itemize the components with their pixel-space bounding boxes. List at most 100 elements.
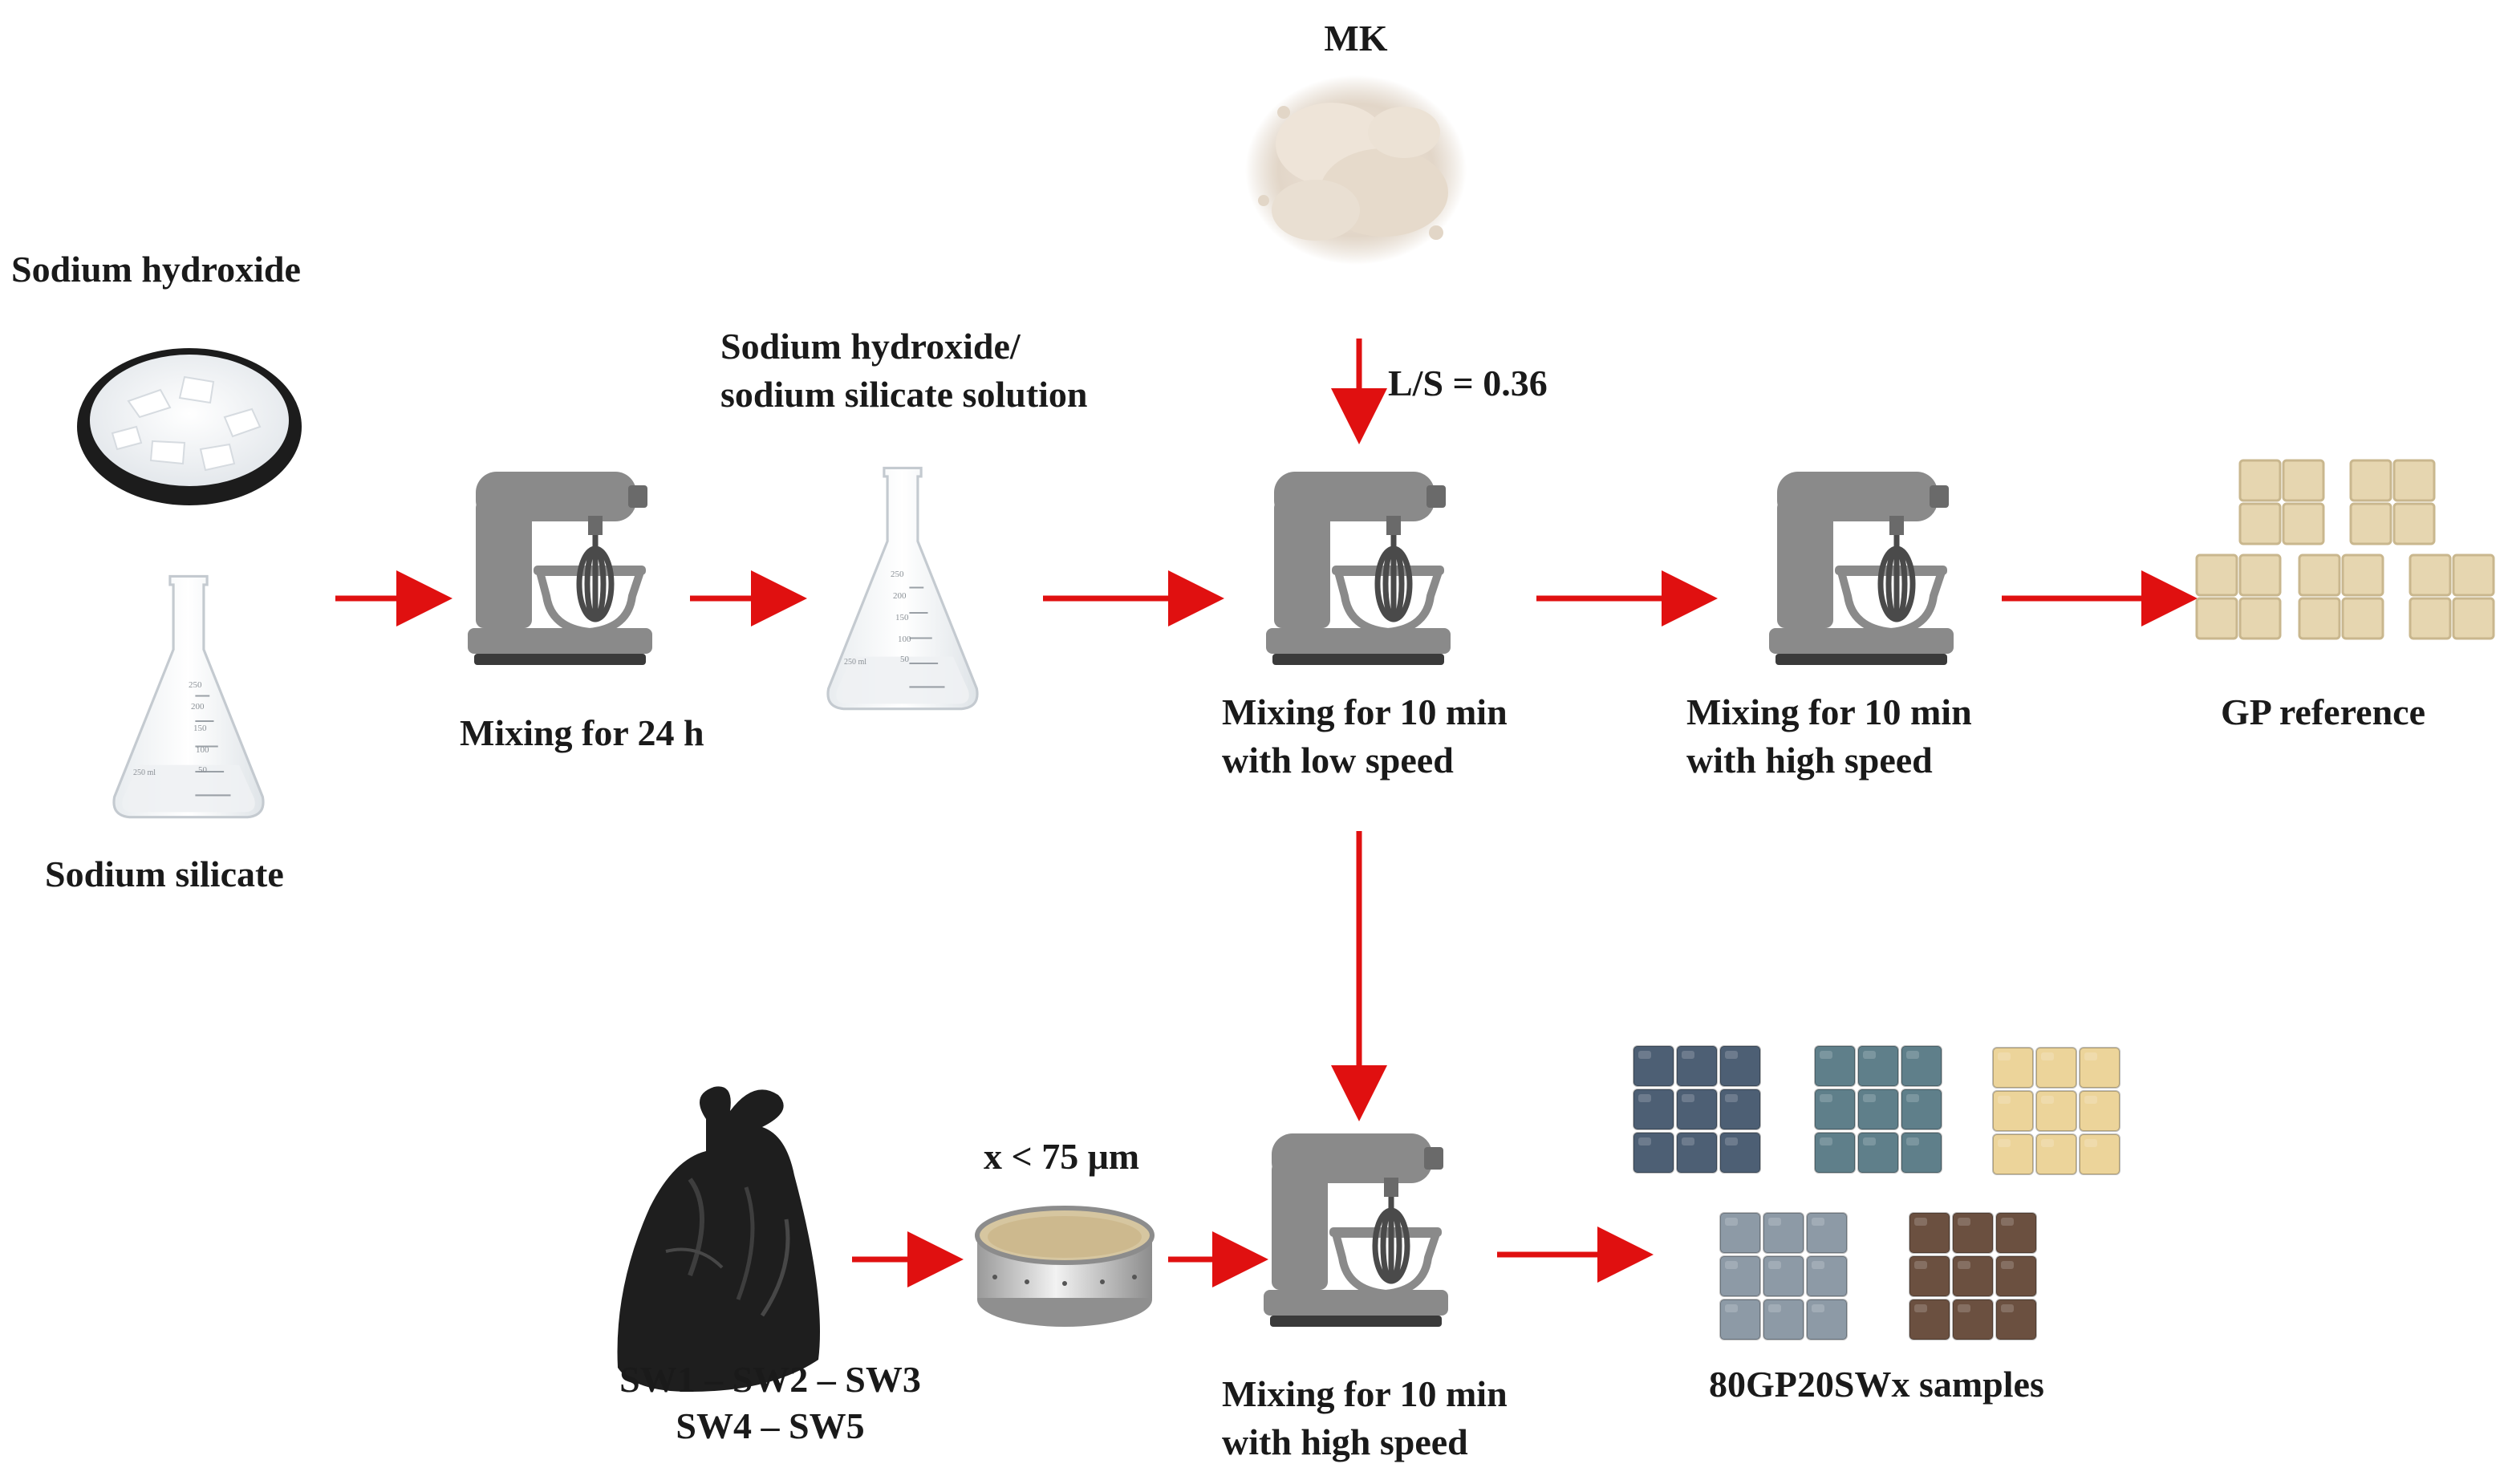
mixer-24h-icon — [468, 472, 652, 665]
sample-cube-highlight — [2001, 1218, 2014, 1226]
sample-cube-highlight — [2001, 1261, 2014, 1269]
sample-cube — [2035, 1133, 2077, 1175]
sw-label-line1: SW1 – SW2 – SW3 — [619, 1359, 921, 1400]
sample-cube-highlight — [2001, 1304, 2014, 1312]
sample-cube-highlight — [1863, 1094, 1876, 1102]
gp-block-group — [2195, 553, 2282, 640]
sample-cube-highlight — [1725, 1261, 1738, 1269]
mk-powder-image — [1245, 75, 1467, 265]
sample-cube — [1763, 1299, 1804, 1340]
solution-flask — [826, 466, 979, 711]
80gp20swx-samples-image — [1633, 1045, 2120, 1340]
sample-cube-highlight — [1906, 1094, 1919, 1102]
sieve-image — [975, 1206, 1155, 1327]
sample-cube-highlight — [1863, 1137, 1876, 1145]
sample-cube-highlight — [1682, 1137, 1694, 1145]
sample-cube-highlight — [1820, 1051, 1832, 1059]
sample-cube — [1901, 1045, 1942, 1087]
sample-cube-highlight — [1768, 1304, 1781, 1312]
sample-cube — [1719, 1132, 1761, 1174]
gp-reference-samples-image — [2195, 459, 2495, 640]
samples-label: 80GP20SWx samples — [1709, 1364, 2044, 1405]
sample-cube — [1992, 1047, 2034, 1089]
sample-cube — [1909, 1299, 1950, 1340]
sample-cube — [1995, 1299, 2037, 1340]
flask-tick-label: 250 — [189, 680, 202, 690]
solution-label-line1: Sodium hydroxide/ — [720, 326, 1021, 367]
sample-cube-highlight — [1638, 1137, 1651, 1145]
flask-volume-label: 250 ml — [133, 768, 156, 777]
flask-tick-label: 100 — [196, 745, 209, 755]
sample-cube — [1992, 1090, 2034, 1132]
sample-cube-highlight — [1906, 1051, 1919, 1059]
sample-cube-highlight — [2084, 1052, 2097, 1060]
sample-cube — [1633, 1089, 1674, 1130]
sample-cube — [1676, 1089, 1718, 1130]
sample-cube — [1763, 1255, 1804, 1297]
sample-cube — [2079, 1133, 2120, 1175]
flask-tick-label: 100 — [898, 635, 911, 644]
flask-tick-label: 50 — [198, 765, 208, 775]
sample-cube-highlight — [1812, 1218, 1824, 1226]
flask-volume-label: 250 ml — [844, 658, 866, 667]
sample-cube — [1992, 1133, 2034, 1175]
flask-tick-label: 150 — [895, 613, 909, 622]
sample-cube — [1719, 1045, 1761, 1087]
sample-cube-highlight — [1725, 1051, 1738, 1059]
sample-cube — [1952, 1212, 1994, 1254]
sample-cube — [1633, 1132, 1674, 1174]
sample-cube — [2079, 1047, 2120, 1089]
sample-cube-highlight — [1958, 1218, 1970, 1226]
sample-cube — [1901, 1132, 1942, 1174]
sample-cube-highlight — [1725, 1137, 1738, 1145]
flask-tick-label: 50 — [900, 655, 910, 664]
waste-bag-image — [617, 1086, 820, 1392]
sample-cube-highlight — [1958, 1261, 1970, 1269]
solution-label-line2: sodium silicate solution — [720, 374, 1088, 415]
sw-label-line2: SW4 – SW5 — [676, 1405, 865, 1446]
sample-cube — [1719, 1255, 1761, 1297]
sample-cube — [1952, 1255, 1994, 1297]
sample-cube — [1909, 1212, 1950, 1254]
sample-cube — [1995, 1212, 2037, 1254]
sample-cube-highlight — [1768, 1261, 1781, 1269]
sample-cube — [1763, 1212, 1804, 1254]
sodium-hydroxide-label: Sodium hydroxide — [11, 249, 301, 290]
ls-ratio-label: L/S = 0.36 — [1388, 363, 1548, 403]
sample-cube — [1676, 1045, 1718, 1087]
sieve-size-label: x < 75 μm — [984, 1136, 1140, 1177]
gp-reference-label: GP reference — [2221, 691, 2425, 732]
sample-cube-highlight — [1682, 1094, 1694, 1102]
sample-cube — [1719, 1299, 1761, 1340]
sample-cube — [1952, 1299, 1994, 1340]
mix-high-label-line2: with high speed — [1686, 740, 1933, 781]
flask-tick-label: 200 — [893, 591, 907, 601]
flask-tick-label: 250 — [891, 570, 904, 579]
sample-cube-highlight — [2041, 1139, 2054, 1147]
sample-cube — [1857, 1132, 1899, 1174]
sample-cube — [1633, 1045, 1674, 1087]
sample-cube — [1719, 1212, 1761, 1254]
sample-cube-set — [1992, 1047, 2120, 1175]
sample-cube — [1901, 1089, 1942, 1130]
sodium-silicate-label: Sodium silicate — [45, 854, 284, 894]
gp-block-group — [2409, 553, 2495, 640]
sample-cube — [1806, 1212, 1848, 1254]
sample-cube — [1909, 1255, 1950, 1297]
mix-high2-label-line2: with high speed — [1222, 1421, 1468, 1462]
sodium-hydroxide-image — [77, 348, 302, 505]
sample-cube — [2079, 1090, 2120, 1132]
flask-tick-label: 200 — [191, 702, 205, 712]
gp-block-group — [2298, 553, 2384, 640]
flask-tick-label: 150 — [193, 724, 207, 733]
mixer-low-speed-icon — [1266, 472, 1451, 665]
sample-cube — [1857, 1089, 1899, 1130]
sample-cube-highlight — [1998, 1052, 2011, 1060]
sample-cube — [1814, 1045, 1856, 1087]
sample-cube-highlight — [1906, 1137, 1919, 1145]
sodium-silicate-flask — [112, 574, 265, 819]
sample-cube — [1814, 1089, 1856, 1130]
sample-cube-highlight — [1812, 1304, 1824, 1312]
sample-cube-highlight — [2041, 1096, 2054, 1104]
